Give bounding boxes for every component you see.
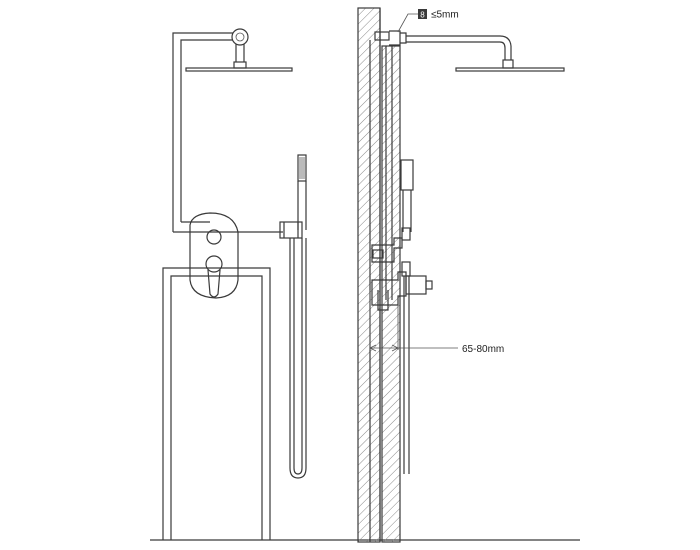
front-view <box>162 28 307 540</box>
front-outlet-block <box>279 221 303 239</box>
depth-dimension-line <box>369 344 458 352</box>
side-top-fitting <box>374 31 390 41</box>
front-diverter-knob <box>206 229 222 245</box>
front-pipe-outline <box>172 32 283 233</box>
gap-leader <box>397 13 418 33</box>
side-diverter-body <box>371 237 403 263</box>
depth-value-label: 65-80mm <box>462 344 504 355</box>
wall-section-front <box>381 45 401 543</box>
side-rain-head <box>455 67 565 72</box>
front-niche-outer <box>162 267 271 540</box>
gap-badge: 8 <box>420 11 425 20</box>
side-mixer-lever <box>377 290 389 311</box>
side-mixer-body <box>371 271 407 306</box>
front-hand-shower-head <box>297 154 307 182</box>
front-mixer-lever <box>207 269 221 298</box>
front-hose <box>289 238 307 479</box>
side-hose <box>403 276 410 474</box>
front-wall-elbow <box>231 28 249 46</box>
wall-section-back <box>357 7 381 543</box>
front-rain-head <box>185 67 293 72</box>
front-niche-inner <box>170 275 263 540</box>
front-hand-shower-handle <box>297 181 307 230</box>
side-riser <box>385 46 393 300</box>
gap-value-label: ≤5mm <box>431 10 459 21</box>
side-shower-arm <box>406 35 512 60</box>
gap-badge-box <box>418 9 427 19</box>
side-hand-shower-head <box>400 159 414 191</box>
front-mixer-plate <box>189 212 239 299</box>
side-view: 8 ≤5mm 65-80mm <box>357 7 565 543</box>
